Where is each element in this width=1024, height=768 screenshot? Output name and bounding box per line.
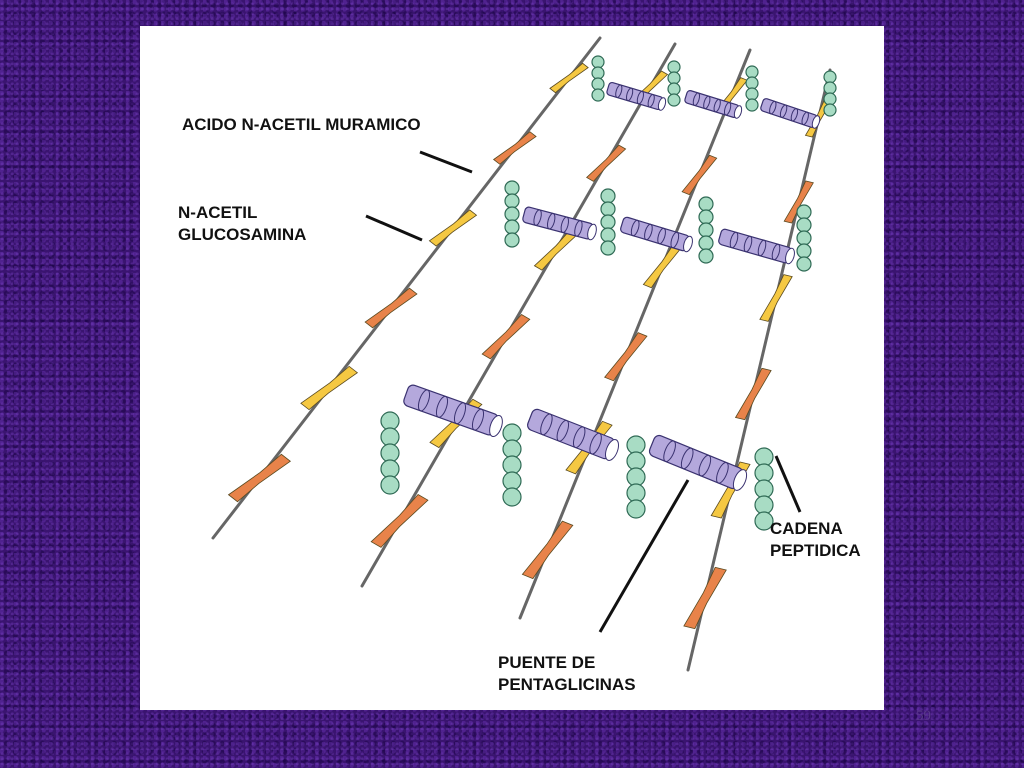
label-pentaglycine-bridge: PUENTE DE PENTAGLICINAS — [498, 653, 636, 694]
pentaglycine-bridge — [527, 408, 619, 461]
n-acetylglucosamine-sugar — [734, 367, 772, 421]
glycine-peptide-bead — [502, 471, 522, 491]
glycine-peptide-bead — [504, 180, 520, 196]
glycine-peptide-bead — [698, 222, 714, 238]
glycan-backbone-strand — [211, 36, 602, 540]
glycine-peptide-bead — [754, 511, 774, 531]
glycan-backbone-strand — [686, 68, 832, 672]
glycine-peptide-bead — [600, 201, 616, 217]
pentaglycine-bridge — [620, 216, 693, 253]
n-acetylglucosamine-sugar — [683, 566, 727, 630]
glycine-peptide-bead — [591, 66, 605, 80]
glycine-peptide-bead — [754, 495, 774, 515]
glycine-peptide-bead — [591, 88, 605, 102]
glycine-peptide-bead — [626, 435, 646, 455]
glycine-peptide-bead — [754, 479, 774, 499]
glycine-peptide-bead — [823, 70, 837, 84]
n-acetylglucosamine-sugar — [783, 180, 814, 224]
glycine-peptide-bead — [504, 219, 520, 235]
glycine-peptide-bead — [502, 423, 522, 443]
pentaglycine-bridge — [403, 384, 503, 438]
glycine-peptide-bead — [626, 499, 646, 519]
n-acetylglucosamine-sugar — [370, 494, 429, 548]
n-acetylglucosamine-sugar — [227, 453, 292, 503]
glycine-peptide-bead — [600, 214, 616, 230]
n-acetylmuramic-acid-sugar — [642, 243, 683, 289]
glycine-peptide-bead — [754, 447, 774, 467]
page-number: 59 — [916, 708, 931, 724]
pentaglycine-bridge — [522, 206, 597, 241]
glycine-peptide-bead — [380, 443, 400, 463]
glycine-peptide-bead — [796, 256, 812, 272]
glycine-peptide-bead — [600, 227, 616, 243]
glycine-peptide-bead — [626, 451, 646, 471]
glycine-peptide-bead — [745, 65, 759, 79]
glycine-peptide-bead — [502, 439, 522, 459]
glycine-peptide-bead — [591, 77, 605, 91]
glycine-peptide-bead — [380, 475, 400, 495]
glycine-peptide-bead — [591, 55, 605, 69]
glycine-peptide-bead — [667, 82, 681, 96]
pentaglycine-bridge — [648, 434, 748, 491]
n-acetylmuramic-acid-sugar — [300, 365, 359, 411]
glycine-peptide-bead — [796, 204, 812, 220]
glycine-peptide-bead — [504, 206, 520, 222]
glycine-peptide-bead — [600, 188, 616, 204]
pentaglycine-bridge — [718, 228, 795, 265]
n-acetylglucosamine-sugar — [521, 520, 574, 580]
pentaglycine-bridge — [684, 89, 743, 119]
glycine-peptide-bead — [754, 463, 774, 483]
label-glucosamine: N-ACETIL GLUCOSAMINA — [178, 203, 307, 244]
glycine-peptide-bead — [698, 209, 714, 225]
glycine-peptide-bead — [745, 76, 759, 90]
peptidoglycan-diagram — [211, 36, 837, 672]
glycine-peptide-bead — [823, 103, 837, 117]
glycine-peptide-bead — [504, 193, 520, 209]
n-acetylglucosamine-sugar — [364, 287, 418, 329]
glycine-peptide-bead — [796, 230, 812, 246]
n-acetylmuramic-acid-sugar — [549, 62, 589, 94]
glycine-peptide-bead — [504, 232, 520, 248]
glycine-peptide-bead — [600, 240, 616, 256]
n-acetylglucosamine-sugar — [604, 332, 648, 382]
n-acetylmuramic-acid-sugar — [533, 229, 579, 271]
glycine-peptide-bead — [667, 60, 681, 74]
glycine-peptide-bead — [502, 487, 522, 507]
glycine-peptide-bead — [380, 411, 400, 431]
glycine-peptide-bead — [380, 427, 400, 447]
n-acetylglucosamine-sugar — [681, 154, 718, 196]
glycine-peptide-bead — [823, 81, 837, 95]
glycine-peptide-bead — [698, 235, 714, 251]
pentaglycine-bridge — [760, 98, 821, 129]
glycan-backbone-strand — [360, 42, 677, 588]
glycine-peptide-bead — [745, 87, 759, 101]
glycine-peptide-bead — [823, 92, 837, 106]
label-pointer-line — [774, 455, 802, 513]
n-acetylglucosamine-sugar — [492, 131, 537, 165]
glycine-peptide-bead — [698, 248, 714, 264]
pentaglycine-bridge — [606, 81, 667, 111]
label-muramic-acid: ACIDO N-ACETIL MURAMICO — [182, 115, 421, 134]
n-acetylmuramic-acid-sugar — [759, 274, 793, 322]
glycine-peptide-bead — [502, 455, 522, 475]
glycine-peptide-bead — [626, 483, 646, 503]
n-acetylglucosamine-sugar — [586, 144, 627, 182]
glycine-peptide-bead — [796, 243, 812, 259]
slide-panel: ACIDO N-ACETIL MURAMICO N-ACETIL GLUCOSA… — [140, 26, 884, 710]
glycine-peptide-bead — [380, 459, 400, 479]
label-pointer-line — [365, 214, 423, 242]
glycan-backbone-strand — [518, 48, 752, 620]
glycine-peptide-bead — [796, 217, 812, 233]
glycine-peptide-bead — [698, 196, 714, 212]
n-acetylmuramic-acid-sugar — [428, 209, 478, 247]
glycine-peptide-bead — [626, 467, 646, 487]
glycine-peptide-bead — [667, 71, 681, 85]
glycine-peptide-bead — [745, 98, 759, 112]
label-pointer-line — [419, 150, 473, 174]
label-pointer-line — [598, 479, 690, 633]
glycine-peptide-bead — [667, 93, 681, 107]
n-acetylglucosamine-sugar — [481, 314, 531, 360]
label-peptide-chain: CADENA PEPTIDICA — [770, 519, 861, 560]
